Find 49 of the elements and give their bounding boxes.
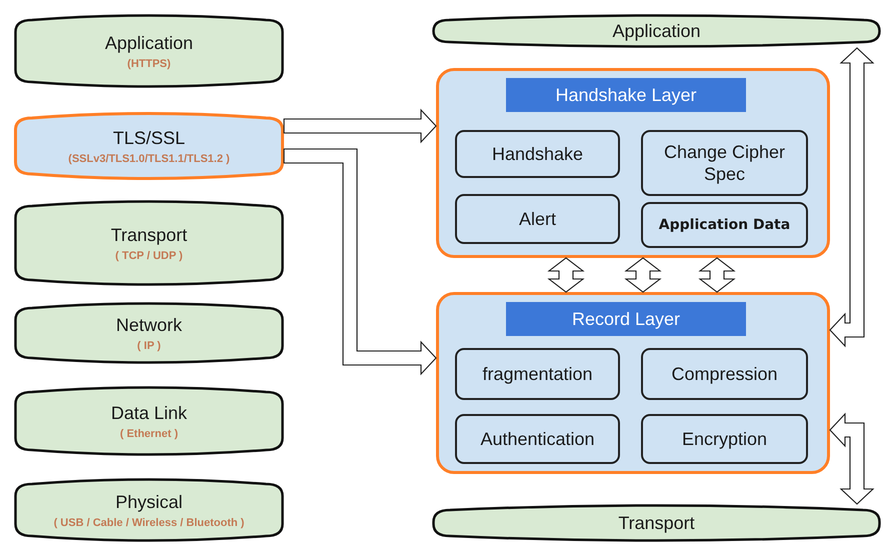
block-arrow (547, 257, 585, 293)
function-box (455, 414, 620, 464)
function-box (455, 130, 620, 178)
function-name: Authentication (480, 428, 595, 450)
protocol-examples: ( USB / Cable / Wireless / Bluetooth ) (54, 517, 244, 529)
layer-name: Data Link (110, 402, 188, 424)
layer-name: Transport (110, 224, 188, 246)
function-box (641, 348, 808, 400)
function-name: Encryption (682, 428, 768, 450)
layer-name: Application (104, 32, 194, 54)
function-box (641, 202, 808, 248)
layer-box (432, 504, 881, 542)
block-arrow (698, 257, 736, 293)
block-arrow (283, 108, 437, 144)
layer-name: Transport (618, 512, 695, 534)
layer-name: Physical (115, 491, 183, 513)
function-name: fragmentation (482, 363, 593, 385)
block-arrow (829, 47, 874, 348)
function-box (455, 194, 620, 244)
function-box (641, 414, 808, 464)
layer-box (14, 200, 284, 286)
function-box (641, 130, 808, 196)
function-name: Change Cipher Spec (662, 141, 786, 185)
layer-box (14, 14, 284, 88)
layer-title-bar: Record Layer (506, 302, 746, 336)
layer-title-bar: Handshake Layer (506, 78, 746, 112)
layer-name: Application (612, 20, 701, 42)
block-arrow (624, 257, 662, 293)
protocol-examples: ( Ethernet ) (120, 428, 178, 440)
layer-box (432, 14, 881, 48)
function-box (455, 348, 620, 400)
protocol-examples: ( TCP / UDP ) (115, 250, 183, 262)
layer-panel (436, 292, 830, 474)
function-name: Handshake (492, 143, 584, 165)
layer-box (14, 386, 284, 456)
protocol-examples: (HTTPS) (127, 58, 171, 70)
protocol-examples: ( IP ) (137, 340, 161, 352)
function-name: Compression (671, 363, 778, 385)
layer-name: Network (116, 314, 182, 336)
protocol-examples: (SSLv3/TLS1.0/TLS1.1/TLS1.2 ) (68, 153, 230, 165)
function-name: Alert (518, 208, 556, 230)
layer-box (14, 112, 284, 180)
block-arrow (829, 412, 874, 505)
layer-box (14, 478, 284, 542)
function-name: Application Data (658, 216, 790, 235)
layer-name: TLS/SSL (112, 127, 186, 149)
layer-panel (436, 68, 830, 258)
block-arrow (283, 148, 437, 376)
layer-box (14, 302, 284, 364)
